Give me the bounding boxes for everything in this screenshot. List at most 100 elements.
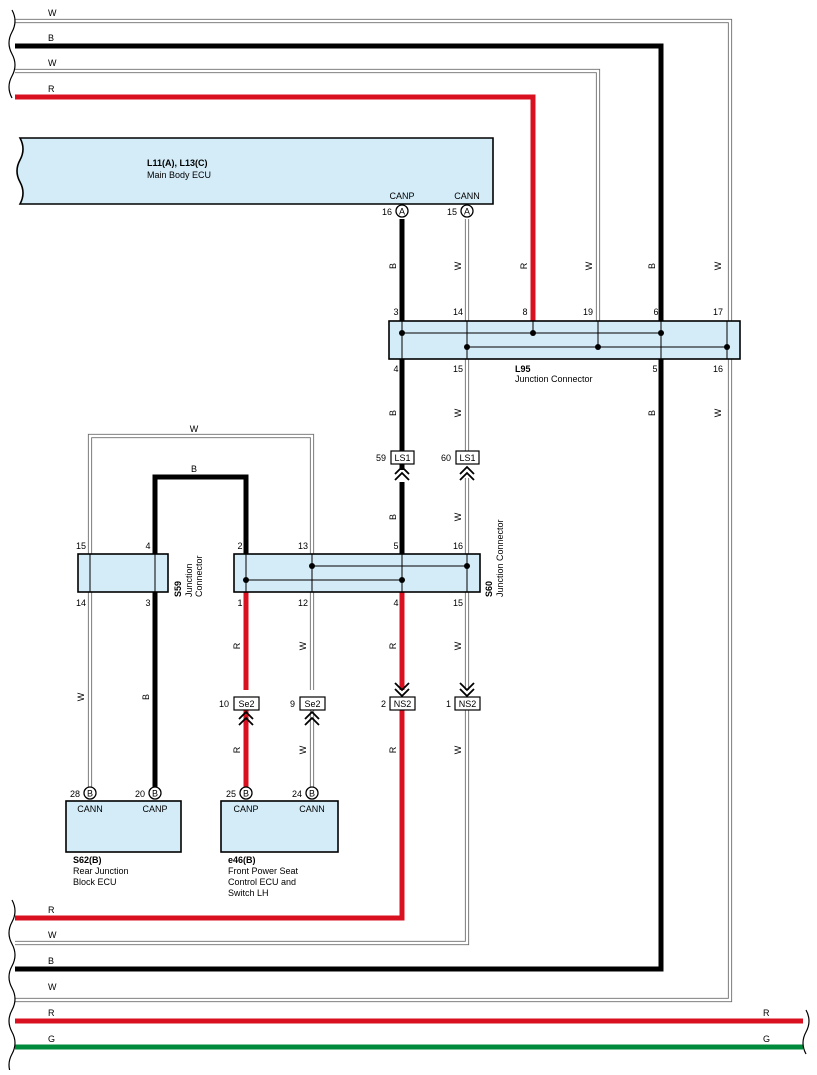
- svg-text:13: 13: [298, 541, 308, 551]
- wire-label: R: [388, 642, 398, 649]
- svg-text:Se2: Se2: [238, 699, 254, 709]
- s59-s60-black-bridge-wire: [152, 474, 249, 793]
- l95-id: L95: [515, 364, 531, 374]
- wire-label: W: [453, 641, 463, 650]
- svg-text:17: 17: [713, 307, 723, 317]
- svg-text:59: 59: [376, 453, 386, 463]
- wire-label: B: [647, 263, 657, 269]
- svg-text:3: 3: [393, 307, 398, 317]
- svg-text:Switch LH: Switch LH: [228, 888, 269, 898]
- svg-text:A: A: [464, 207, 470, 217]
- svg-text:NS2: NS2: [394, 699, 412, 709]
- wire-label: W: [713, 408, 723, 417]
- svg-text:19: 19: [583, 307, 593, 317]
- svg-text:A: A: [399, 207, 405, 217]
- svg-text:B: B: [243, 789, 249, 799]
- top-wire-w1: [15, 18, 733, 1003]
- wire-label: W: [298, 745, 308, 754]
- wire-label: B: [141, 694, 151, 700]
- wire-label: W: [190, 424, 199, 434]
- svg-text:Control ECU and: Control ECU and: [228, 877, 296, 887]
- svg-text:Rear Junction: Rear Junction: [73, 866, 129, 876]
- wire-label: R: [519, 262, 529, 269]
- svg-text:4: 4: [145, 541, 150, 551]
- wire-label: W: [453, 512, 463, 521]
- e46-id: e46(B): [228, 855, 256, 865]
- s59-s60-white-loop-wire: [87, 433, 315, 793]
- wire-label: R: [48, 1008, 55, 1018]
- terminal-s62-canp: 20 B: [135, 786, 162, 800]
- junction-l95: 3 14 8 19 6 17 4 15 5 16 L95 Junction Co…: [388, 307, 741, 384]
- terminal-e46-cann: 24 B: [292, 786, 319, 800]
- wire-label: B: [191, 464, 197, 474]
- wire-label: W: [298, 641, 308, 650]
- wire-label: R: [763, 1008, 770, 1018]
- svg-text:4: 4: [393, 598, 398, 608]
- svg-text:14: 14: [76, 598, 86, 608]
- svg-text:NS2: NS2: [459, 699, 477, 709]
- connector-ns2-2: 2 NS2: [381, 682, 416, 711]
- top-wire-b: [15, 43, 664, 972]
- svg-text:10: 10: [219, 699, 229, 709]
- wire-label: W: [48, 930, 57, 940]
- wire-label: R: [232, 642, 242, 649]
- wire-label: R: [48, 905, 55, 915]
- svg-text:LS1: LS1: [459, 453, 475, 463]
- svg-text:28: 28: [70, 789, 80, 799]
- s60-id: S60: [484, 581, 494, 597]
- svg-text:CANP: CANP: [233, 804, 258, 814]
- svg-text:60: 60: [441, 453, 451, 463]
- svg-text:B: B: [152, 789, 158, 799]
- wire-label: W: [713, 261, 723, 270]
- top-wire-w2: [15, 68, 601, 347]
- svg-text:15: 15: [453, 364, 463, 374]
- svg-text:12: 12: [298, 598, 308, 608]
- svg-text:1: 1: [446, 699, 451, 709]
- wire-label: W: [48, 982, 57, 992]
- svg-text:Block ECU: Block ECU: [73, 877, 117, 887]
- svg-text:3: 3: [145, 598, 150, 608]
- svg-text:B: B: [309, 789, 315, 799]
- wire-label: W: [453, 261, 463, 270]
- wire-label: B: [388, 263, 398, 269]
- main-body-canp-label: CANP: [389, 191, 414, 201]
- wire-label: R: [232, 746, 242, 753]
- wire-label: W: [584, 261, 594, 270]
- s60-name: Junction Connector: [495, 519, 505, 597]
- svg-text:15: 15: [76, 541, 86, 551]
- rear-junction-block-ecu: CANN CANP S62(B) Rear Junction Block ECU: [65, 800, 182, 887]
- svg-text:LS1: LS1: [394, 453, 410, 463]
- l95-name: Junction Connector: [515, 374, 593, 384]
- connector-ls1-60: 60 LS1: [441, 450, 480, 481]
- wire-label: W: [48, 8, 57, 18]
- front-power-seat-ecu: CANP CANN e46(B) Front Power Seat Contro…: [220, 800, 339, 898]
- svg-text:15: 15: [447, 207, 457, 217]
- wire-label: G: [763, 1034, 770, 1044]
- top-wire-r: [15, 94, 536, 333]
- s59-name2: Connector: [194, 555, 204, 597]
- connector-ns2-1: 1 NS2: [446, 682, 481, 711]
- svg-text:2: 2: [237, 541, 242, 551]
- wire-label: W: [76, 692, 86, 701]
- wire-label: W: [48, 58, 57, 68]
- svg-text:16: 16: [453, 541, 463, 551]
- terminal-main-cann: 15 A: [447, 204, 474, 218]
- connector-se2-9: 9 Se2: [290, 696, 326, 726]
- main-body-cann-label: CANN: [454, 191, 480, 201]
- wire-label: W: [453, 408, 463, 417]
- s62-id: S62(B): [73, 855, 102, 865]
- junction-s60: 2 13 5 16 1 12 4 15 S60 Junction Connect…: [233, 519, 505, 608]
- svg-text:15: 15: [453, 598, 463, 608]
- svg-text:16: 16: [382, 207, 392, 217]
- wire-label: B: [647, 410, 657, 416]
- svg-text:8: 8: [522, 307, 527, 317]
- wire-label: B: [48, 956, 54, 966]
- svg-text:25: 25: [226, 789, 236, 799]
- connector-se2-10: 10 Se2: [219, 696, 260, 726]
- s60-red-down-wire: [15, 580, 405, 921]
- left-break-marks: [8, 9, 810, 1075]
- svg-text:16: 16: [713, 364, 723, 374]
- svg-text:9: 9: [290, 699, 295, 709]
